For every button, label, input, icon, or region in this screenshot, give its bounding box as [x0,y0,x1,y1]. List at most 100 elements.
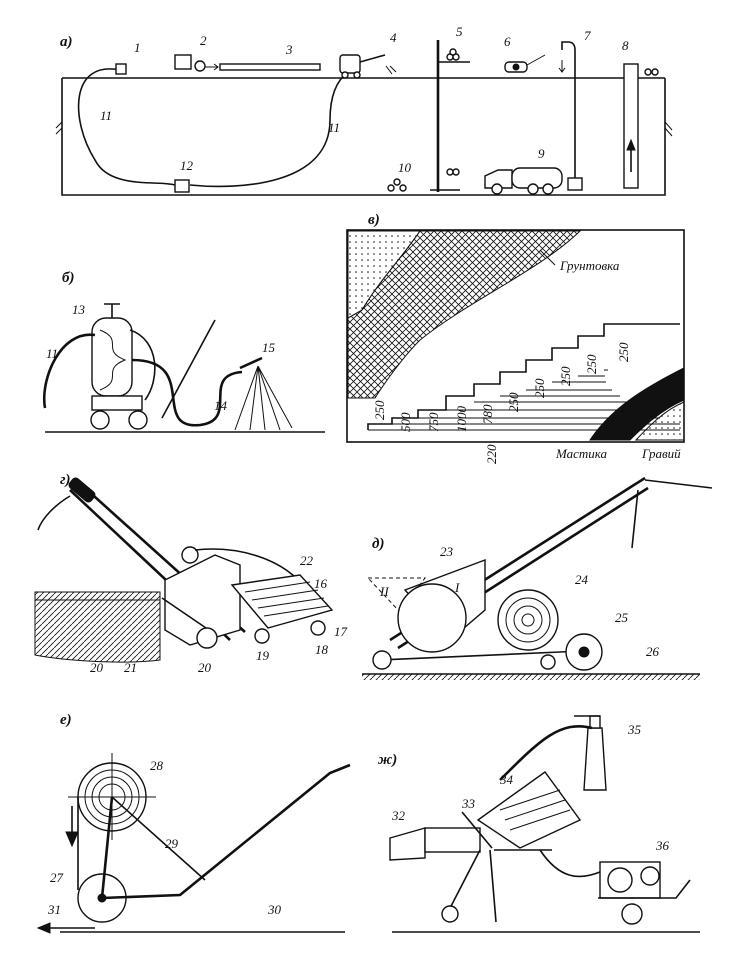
gravel-layer [634,401,685,441]
item-7-riser [561,41,576,190]
label-15: 15 [262,340,276,355]
panel-a-label: а) [60,34,73,50]
tank-base [91,395,143,411]
compressor-wheel [621,903,643,925]
label-9: 9 [538,146,545,161]
item-24-roll [497,589,559,651]
break-right [664,121,673,137]
dim-250b: 250 [506,392,521,412]
burner-body [424,827,481,853]
label-32: 32 [391,808,406,823]
label-33: 33 [461,796,476,811]
item-34-hood [476,771,582,849]
item-4-lance [359,54,386,63]
air-hose [539,849,601,878]
label-8: 8 [622,38,629,53]
primer-layer [347,230,582,399]
label-10: 10 [398,160,412,175]
label-22: 22 [300,553,314,568]
item-2-wheel [194,60,206,72]
dim-1000: 1000 [454,406,469,433]
wheel-d2 [540,654,556,670]
handle-grip [68,477,96,503]
item-8-roll-a [644,68,652,76]
boom-leg [631,489,639,549]
item-13-tank [91,317,133,397]
panel-e: е) 30 28 27 29 31 [36,712,351,934]
panel-b: б) 11 14 13 15 [42,270,325,433]
bottle-valve [589,715,601,729]
label-35: 35 [627,722,642,737]
label-16: 16 [314,576,328,591]
tray-ribs [244,581,329,617]
item-33-lever [461,811,493,849]
label-18: 18 [315,642,329,657]
panel-zh: ж) 35 34 32 33 36 [378,715,700,933]
boom-arm [644,479,713,489]
label-21: 21 [124,660,137,675]
roll-24-ring-c [521,613,535,627]
wheel-25-hub [578,646,590,658]
building-outline [61,77,666,196]
primer-leader [539,249,556,266]
item-4-wheel-b [353,71,361,79]
label-27: 27 [50,870,64,885]
dim-220: 220 [484,444,499,464]
hose-11-left [77,68,176,186]
item-16-tray [230,574,334,629]
roof-sheet [34,591,161,663]
label-roman-2: II [379,584,389,599]
label-31: 31 [47,902,61,917]
compressor-motor [640,866,660,886]
item-6-hub [512,63,520,71]
drum-left [397,583,467,653]
panel-d: д) 23 I II 24 25 26 [362,476,713,680]
wheel-b1 [90,410,110,430]
panel-a: а) 1 2 3 4 5 [55,24,673,196]
panel-g: г) 22 16 17 18 19 20 21 20 [34,472,348,675]
hose-11-b [42,333,96,409]
label-7: 7 [584,28,591,43]
compressor-cart [598,879,691,899]
tank-frame [129,329,156,401]
primer-label: Грунтовка [559,258,620,273]
label-28: 28 [150,758,164,773]
item-18-roller [310,620,326,636]
item-9-truck [484,167,563,195]
mastic-label: Мастика [555,446,608,461]
item-4-sprayer [339,54,361,74]
label-4: 4 [390,30,397,45]
machine-knob [181,546,199,564]
item-10-rolls [387,178,407,192]
arrow-down-e [65,831,79,848]
label-5: 5 [456,24,463,39]
dim-250f: 250 [616,342,631,362]
label-36: 36 [655,838,670,853]
panel-g-label: г) [60,472,71,488]
roofing-layers [368,369,680,431]
spray-15 [234,365,293,431]
support-legs [447,849,552,923]
label-20-left: 20 [90,660,104,675]
item-29-frame [100,763,351,900]
roofing-steps [367,323,680,430]
dim-750: 750 [426,412,441,432]
label-25: 25 [615,610,629,625]
panel-e-label: е) [60,712,72,728]
panel-v-frame [346,229,685,443]
arrow-7 [558,60,566,73]
item-8-roll-b [651,68,659,76]
item-6-handle [526,54,546,66]
label-12: 12 [180,158,194,173]
item-5-roll-e [452,168,460,176]
hose-11-right [189,71,349,188]
cable-g [37,495,71,531]
wheel-d1 [372,650,392,670]
label-23: 23 [440,544,454,559]
label-2: 2 [200,33,207,48]
label-24: 24 [575,572,589,587]
gravel-label: Гравий [641,446,681,461]
label-1: 1 [134,40,141,55]
item-5-roll-c [449,48,457,56]
arrow-3 [205,63,219,71]
